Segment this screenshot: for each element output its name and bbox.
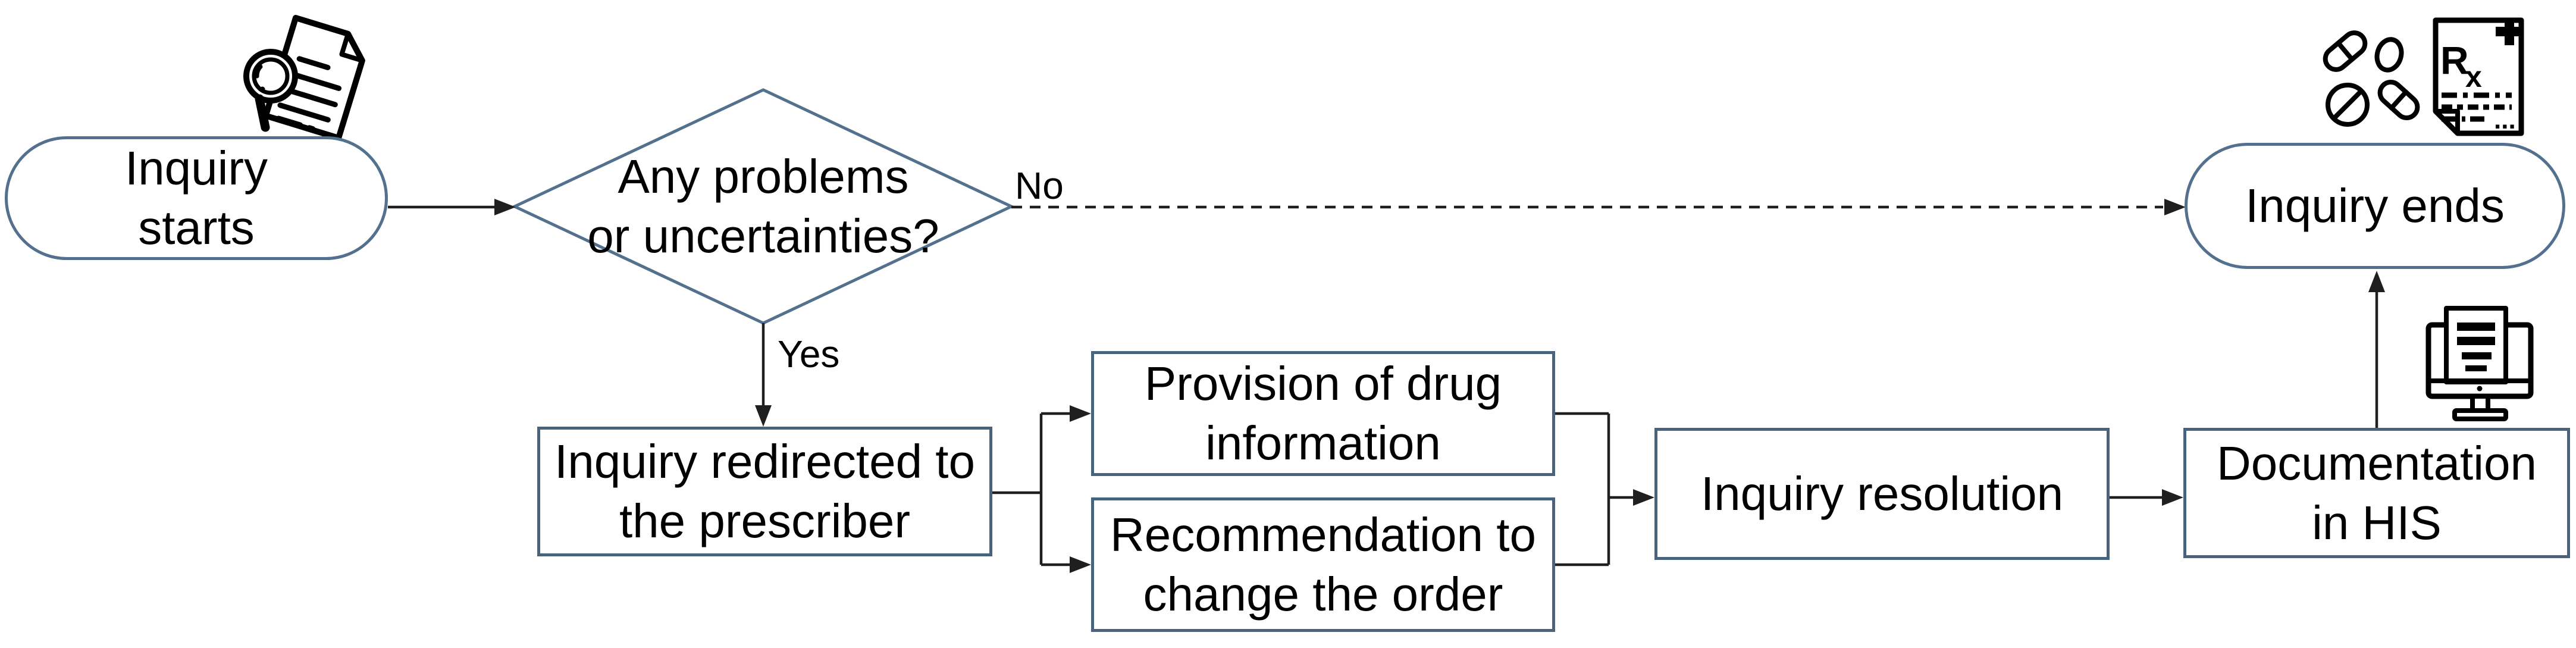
node-label-line: Inquiry ends <box>2245 179 2505 232</box>
arrowhead-into-provision <box>1070 405 1091 422</box>
node-inquiry-starts: Inquiry starts <box>5 136 388 260</box>
node-provision-of-drug-information: Provision of drug information <box>1091 351 1555 476</box>
edge-label-no: No <box>1015 164 1064 207</box>
node-decision-label: Any problems or uncertainties? <box>555 147 972 266</box>
pills-prescription-icon: R x ... <box>2323 17 2524 136</box>
node-label-line: Inquiry redirected to <box>554 435 976 488</box>
node-label-line: the prescriber <box>619 494 911 547</box>
node-label-line: Recommendation to <box>1110 508 1536 561</box>
edge-branch-merge <box>1555 412 1634 566</box>
search-document-icon <box>243 15 365 141</box>
arrowhead-into-redirect <box>755 405 772 427</box>
arrowheads <box>494 199 2385 573</box>
node-label-line: Provision of drug <box>1144 357 1502 410</box>
edge-label-yes: Yes <box>778 333 840 375</box>
node-label-line: Inquiry <box>124 142 268 195</box>
node-label-line: Inquiry resolution <box>1700 467 2064 520</box>
node-label-line: Documentation <box>2216 436 2537 490</box>
edge-branch-split <box>992 412 1071 566</box>
arrowhead-into-documentation <box>2162 489 2183 506</box>
arrowhead-into-decision <box>494 199 516 215</box>
rx-ellipsis: ... <box>2494 105 2516 134</box>
node-label-line: or uncertainties? <box>587 209 939 262</box>
arrowhead-into-recommend <box>1070 556 1091 573</box>
node-recommendation-change-order: Recommendation to change the order <box>1091 497 1555 632</box>
node-documentation-in-his: Documentation in HIS <box>2183 428 2570 558</box>
rx-letter-x: x <box>2465 60 2482 93</box>
node-inquiry-redirected: Inquiry redirected to the prescriber <box>537 427 992 556</box>
arrowhead-up-into-end <box>2368 271 2385 292</box>
computer-document-icon <box>2425 306 2534 421</box>
node-label-line: information <box>1205 417 1441 469</box>
node-label-line: Any problems <box>618 150 909 203</box>
arrowhead-into-end <box>2164 199 2186 215</box>
node-label-line: change the order <box>1143 568 1503 621</box>
rx-letter-r: R <box>2440 38 2469 82</box>
connector-lines <box>388 205 2378 566</box>
node-inquiry-resolution: Inquiry resolution <box>1654 428 2110 560</box>
arrowhead-into-resolution <box>1633 489 1654 506</box>
node-label-line: starts <box>138 201 255 254</box>
node-inquiry-ends: Inquiry ends <box>2185 143 2565 269</box>
node-label-line: in HIS <box>2312 496 2442 549</box>
